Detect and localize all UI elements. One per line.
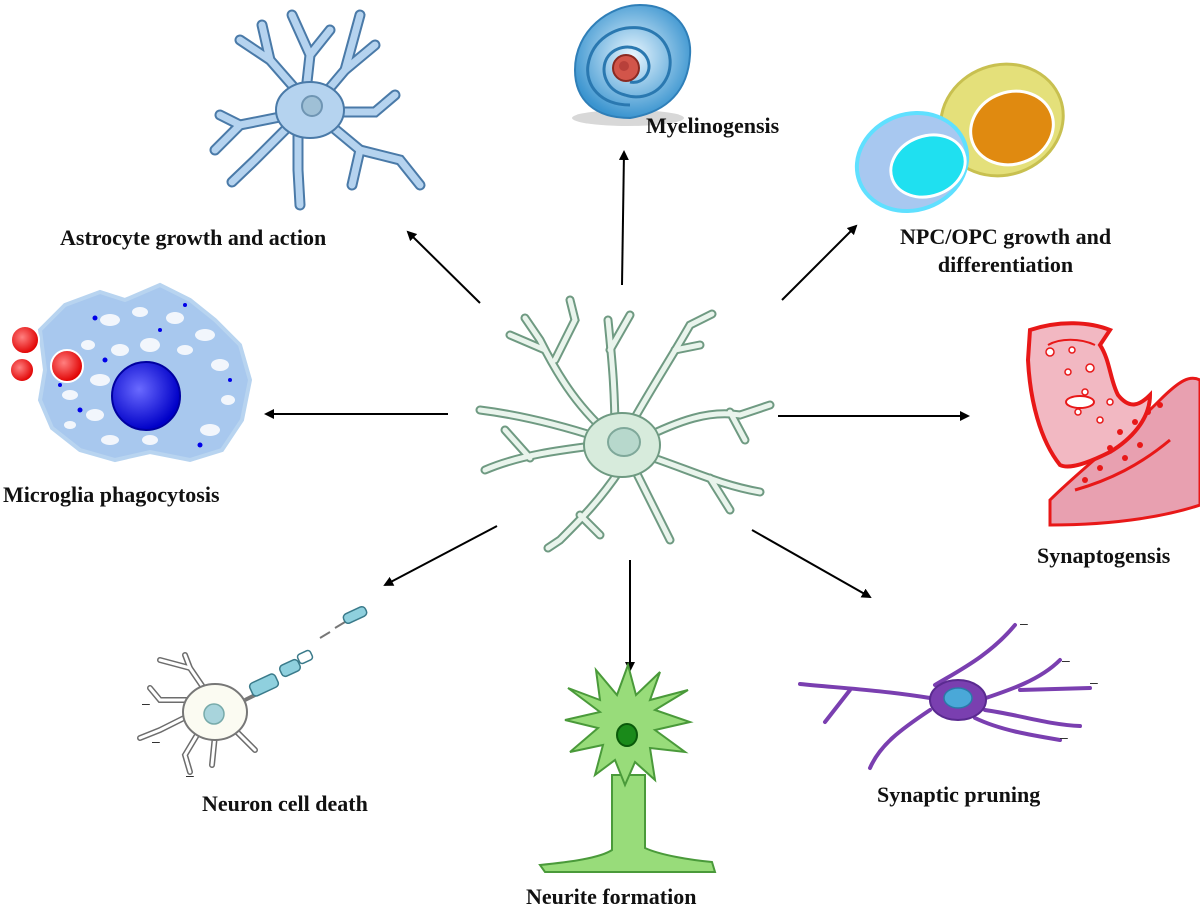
minus-sign: – (186, 767, 194, 783)
minus-sign: – (1090, 674, 1098, 690)
label-synaptogenesis: Synaptogensis (1037, 543, 1171, 568)
label-myelinogenesis: Myelinogensis (646, 113, 780, 138)
minus-sign: – (1060, 729, 1068, 745)
neurite-illustration (538, 661, 717, 873)
minus-sign: – (1062, 652, 1070, 668)
label-neurite-formation: Neurite formation (526, 884, 697, 909)
arrow-to-npc-opc (781, 224, 858, 301)
synaptic-pruning-illustration: – – – – (798, 615, 1098, 770)
microglia-phagocytosis-illustration (9, 282, 253, 463)
arrows (264, 150, 970, 672)
synaptogenesis-illustration (1025, 321, 1200, 527)
npc-opc-illustration (854, 62, 1065, 214)
minus-sign: – (152, 733, 160, 749)
center-nucleus (607, 427, 641, 457)
arrow-to-astrocyte (406, 230, 481, 304)
label-astrocyte: Astrocyte growth and action (60, 225, 327, 250)
arrow-to-myelinogenesis (618, 150, 629, 286)
label-synaptic-pruning: Synaptic pruning (877, 782, 1041, 807)
myelin-illustration (572, 3, 692, 126)
arrow-to-neuron-death (383, 525, 498, 586)
label-microglia-phagocytosis: Microglia phagocytosis (3, 482, 220, 507)
label-neuron-death: Neuron cell death (202, 791, 368, 816)
neuron-death-illustration: – – – (137, 605, 368, 783)
label-npc-opc-line1: NPC/OPC growth and (900, 224, 1112, 249)
minus-sign: – (1020, 615, 1028, 631)
center-microglia-illustration (475, 295, 775, 553)
label-npc-opc-line2: differentiation (937, 251, 1074, 277)
arrow-to-synaptic-pruning (751, 529, 872, 598)
astrocyte-illustration (209, 9, 426, 211)
label-npc-opc: NPC/OPC growth and differentiation (900, 223, 1111, 278)
minus-sign: – (142, 695, 150, 711)
